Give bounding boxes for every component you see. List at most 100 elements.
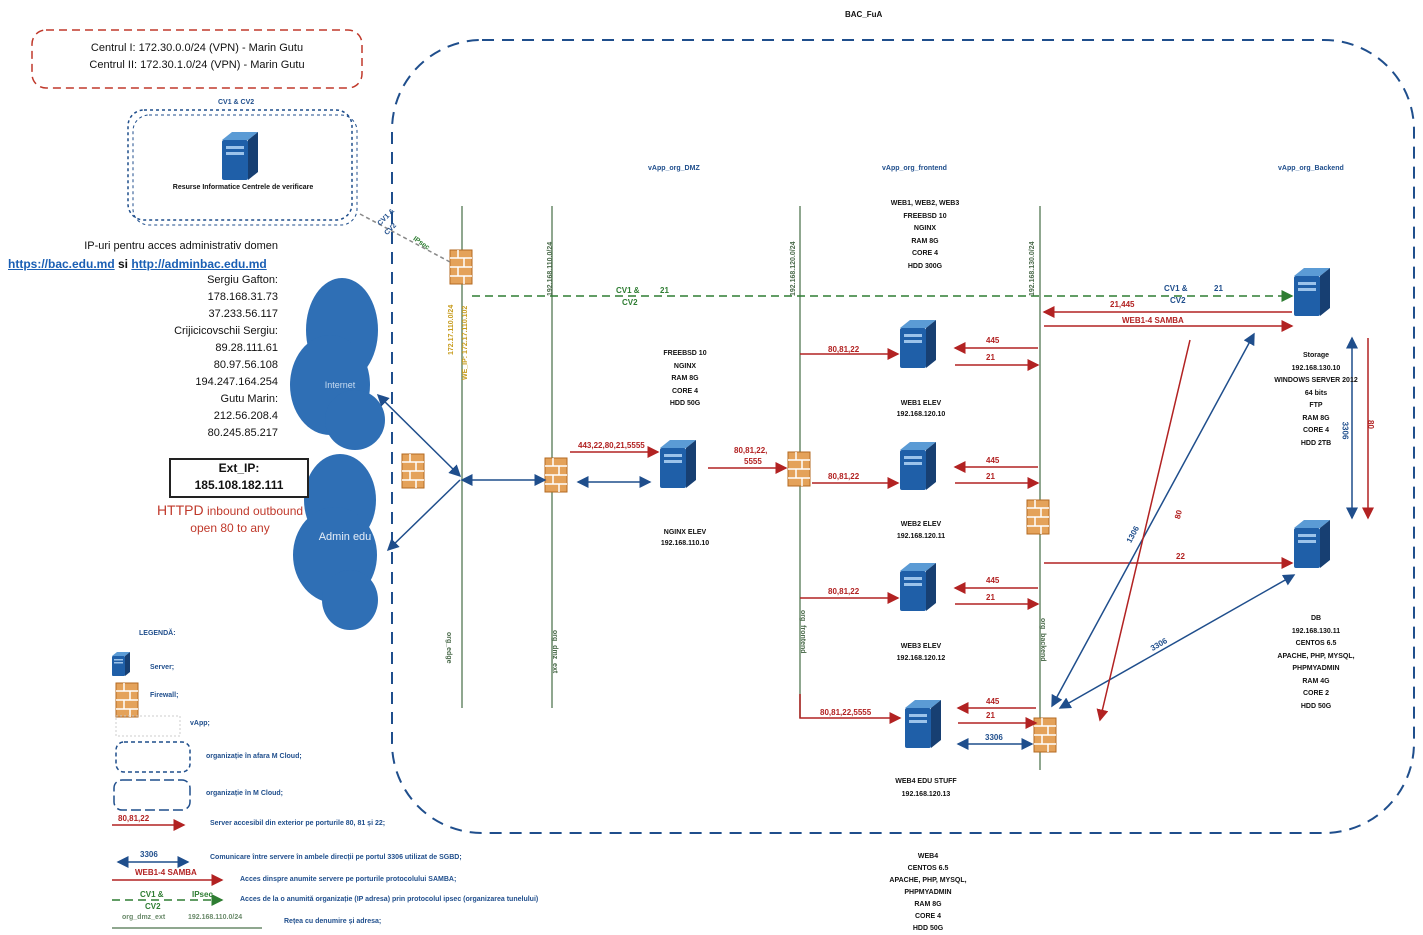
org-dmz-label: org_dmz_ext	[551, 630, 558, 674]
storage-server-icon	[1294, 268, 1330, 316]
web3-server-icon	[900, 563, 936, 611]
legend-org-in: organizație în M Cloud;	[206, 790, 283, 797]
port-label: 21	[986, 593, 995, 602]
port-label: 445	[986, 336, 1000, 345]
admin-cloud	[293, 454, 378, 630]
admin-ip-line: 194.247.164.254	[195, 376, 278, 388]
port-label: 21	[986, 353, 995, 362]
cv-link-label: 21	[660, 286, 669, 295]
frontend-firewall-icon	[787, 451, 811, 487]
vapp-frontend-label: vApp_org_frontend	[882, 165, 947, 172]
admin-links: https://bac.edu.md si http://adminbac.ed…	[8, 257, 267, 271]
admin-ip-line: Gutu Marin:	[220, 393, 278, 405]
dmz-firewall-icon	[544, 457, 568, 493]
admin-ip-line: 89.28.111.61	[215, 342, 278, 354]
admin-ip-line: Sergiu Gafton:	[207, 274, 278, 286]
admin-cloud-label: Admin edu	[318, 531, 372, 543]
internet-cloud	[290, 278, 385, 450]
port-label: 5555	[744, 457, 762, 466]
legend-mysql-sample: 3306	[140, 850, 158, 859]
vpn-line-2: Centrul II: 172.30.1.0/24 (VPN) - Marin …	[89, 59, 305, 71]
port-label: 80,81,22	[828, 587, 860, 596]
org-mcloud-boundary	[391, 39, 1415, 834]
port-label: 80	[1365, 420, 1375, 429]
web1-ip: 192.168.120.10	[896, 411, 946, 418]
httpd-note: HTTPD inbound outbound	[156, 502, 304, 518]
admin-ip-line: 80.245.85.217	[207, 427, 278, 439]
cv-link-label: CV2	[1170, 296, 1186, 305]
ext-ip-value: 185.108.182.111	[194, 478, 284, 492]
legend-ipsec: Acces de la o anumită organizație (IP ad…	[240, 896, 539, 903]
cv-group-title: CV1 & CV2	[218, 99, 255, 106]
admin-ip-line: 212.56.208.4	[213, 410, 278, 422]
cv-link-label: CV2	[622, 298, 638, 307]
legend-ports: Server accesibil din exterior pe porturi…	[210, 820, 386, 827]
web4-name: WEB4 EDU STUFF	[895, 778, 957, 785]
vapp-dmz-label: vApp_org_DMZ	[648, 165, 700, 172]
web4-server-icon	[905, 700, 941, 748]
edge-ip-label: WE_IP: 172.17.110.102	[462, 305, 469, 380]
legend-net-sample-b: 192.168.110.0/24	[188, 914, 243, 921]
admin-ip-line: 37.233.56.117	[208, 308, 278, 320]
web3-name: WEB3 ELEV	[900, 643, 942, 650]
legend-vapp: vApp;	[190, 720, 210, 727]
cv-link-label: 21	[1214, 284, 1223, 293]
edge-net-label: 172.17.110.0/24	[448, 304, 455, 355]
legend-samba: Acces dinspre anumite servere pe porturi…	[240, 876, 457, 883]
legend-server: Server;	[150, 664, 175, 671]
legend-samba-sample: WEB1-4 SAMBA	[135, 868, 197, 877]
bac-link[interactable]: https://bac.edu.md	[8, 257, 115, 271]
legend-ipsec-b: CV2	[145, 902, 161, 911]
backend-net-label: 192.168.130.0/24	[1029, 241, 1036, 297]
dmz-net-label: 192.168.110.0/24	[547, 241, 554, 296]
legend-firewall-icon	[115, 682, 139, 718]
legend-org-out: organizație în afara M Cloud;	[206, 753, 302, 760]
legend-net: Rețea cu denumire și adresa;	[284, 918, 382, 925]
port-label: 21	[986, 711, 995, 720]
cv-group-label: Resurse Informatice Centrele de verifica…	[172, 184, 314, 191]
cv-server-icon	[222, 132, 258, 180]
legend-ipsec-c: IPsec	[192, 890, 213, 899]
admin-ip-line: Crijicicovschii Sergiu:	[174, 325, 278, 337]
legend-ipsec-a: CV1 &	[140, 890, 164, 899]
port-label: 21,445	[1110, 300, 1135, 309]
port-label: 80,81,22	[828, 472, 860, 481]
cv-link-label: CV1 &	[616, 286, 640, 295]
vpn-line-1: Centrul I: 172.30.0.0/24 (VPN) - Marin G…	[90, 42, 304, 54]
legend-firewall: Firewall;	[150, 692, 179, 699]
web4-ip: 192.168.120.13	[901, 791, 951, 798]
port-label: 445	[986, 697, 1000, 706]
adminbac-link[interactable]: http://adminbac.edu.md	[131, 257, 267, 271]
legend-ports-sample: 80,81,22	[118, 814, 150, 823]
samba-label: WEB1-4 SAMBA	[1122, 316, 1184, 325]
nginx-name: NGINX ELEV	[663, 529, 707, 536]
port-label: 445	[986, 576, 1000, 585]
admin-ip-line: 178.168.31.73	[207, 291, 278, 303]
admin-ip-line: 80.97.56.108	[213, 359, 278, 371]
port-label: 80,81,22	[828, 345, 860, 354]
org-edge-label: org_edge	[445, 632, 452, 664]
legend-mysql: Comunicare între servere în ambele direc…	[210, 854, 462, 861]
edge-firewall-icon	[449, 249, 473, 285]
legend-title: LEGENDĂ:	[139, 630, 176, 637]
web2-name: WEB2 ELEV	[900, 521, 942, 528]
nginx-ip: 192.168.110.10	[660, 540, 710, 547]
legend-net-sample-a: org_dmz_ext	[122, 914, 166, 921]
port-label: 21	[986, 472, 995, 481]
cv-link-label: CV1 &	[1164, 284, 1188, 293]
port-label: 22	[1176, 552, 1185, 561]
web3-ip: 192.168.120.12	[896, 655, 946, 662]
legend-server-icon	[112, 652, 130, 676]
port-label: 80,81,22,5555	[820, 708, 872, 717]
port-label: 3306	[1340, 421, 1350, 440]
httpd-note-2: open 80 to any	[190, 521, 270, 535]
port-label: 80,81,22,	[734, 446, 768, 455]
org-backend-label: org_backend	[1039, 618, 1046, 662]
port-label: 445	[986, 456, 1000, 465]
vpn-box	[31, 29, 363, 89]
